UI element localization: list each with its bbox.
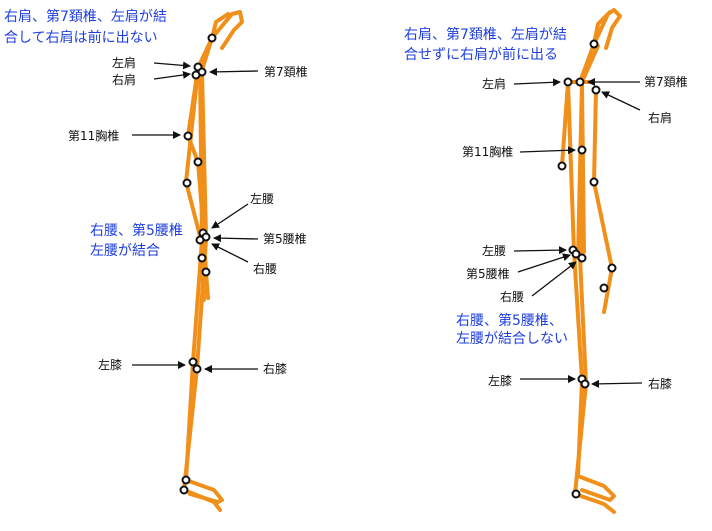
left-caption-line-4: 左腰が結合	[90, 243, 160, 259]
left-caption-line-2: 合して右肩は前に出ない	[4, 30, 158, 46]
right-caption-line-2: 合せずに右肩が前に出る	[404, 47, 558, 63]
right-arrows	[513, 78, 643, 388]
left-label-t11: 第11胸椎	[68, 129, 120, 143]
right-caption-line-4: 左腰が結合しない	[456, 331, 568, 347]
left-caption-line-3: 右腰、第5腰椎	[90, 223, 183, 239]
left-joints	[179, 33, 217, 495]
right-label-l5: 第5腰椎	[466, 267, 510, 281]
left-label-c7: 第7頚椎	[264, 65, 308, 79]
left-caption-line-1: 右肩、第7頚椎、左肩が結	[4, 9, 167, 25]
left-label-l5: 第5腰椎	[263, 232, 307, 246]
left-label-left-knee: 左膝	[98, 358, 123, 372]
right-caption-line-3: 右腰、第5腰椎、	[456, 313, 563, 329]
left-label-right-shoulder: 右肩	[112, 73, 137, 87]
left-arrows	[132, 61, 259, 373]
left-label-left-shoulder: 左肩	[112, 56, 137, 70]
right-label-c7: 第7頚椎	[644, 75, 688, 89]
right-label-left-knee: 左膝	[488, 374, 513, 388]
right-caption-line-1: 右肩、第7頚椎、左肩が結	[404, 27, 567, 43]
right-label-right-knee: 右膝	[648, 377, 673, 391]
right-label-right-hip: 右腰	[500, 290, 525, 304]
right-label-right-shoulder: 右肩	[648, 111, 673, 125]
right-label-left-shoulder: 左肩	[482, 77, 507, 91]
right-figure	[560, 8, 622, 514]
left-figure	[182, 10, 244, 512]
right-label-left-hip: 左腰	[482, 244, 507, 258]
left-label-right-knee: 右膝	[263, 362, 288, 376]
left-label-left-hip: 左腰	[250, 192, 275, 206]
right-label-t11: 第11胸椎	[462, 145, 514, 159]
left-label-right-hip: 右腰	[253, 262, 278, 276]
right-joints	[557, 39, 617, 499]
